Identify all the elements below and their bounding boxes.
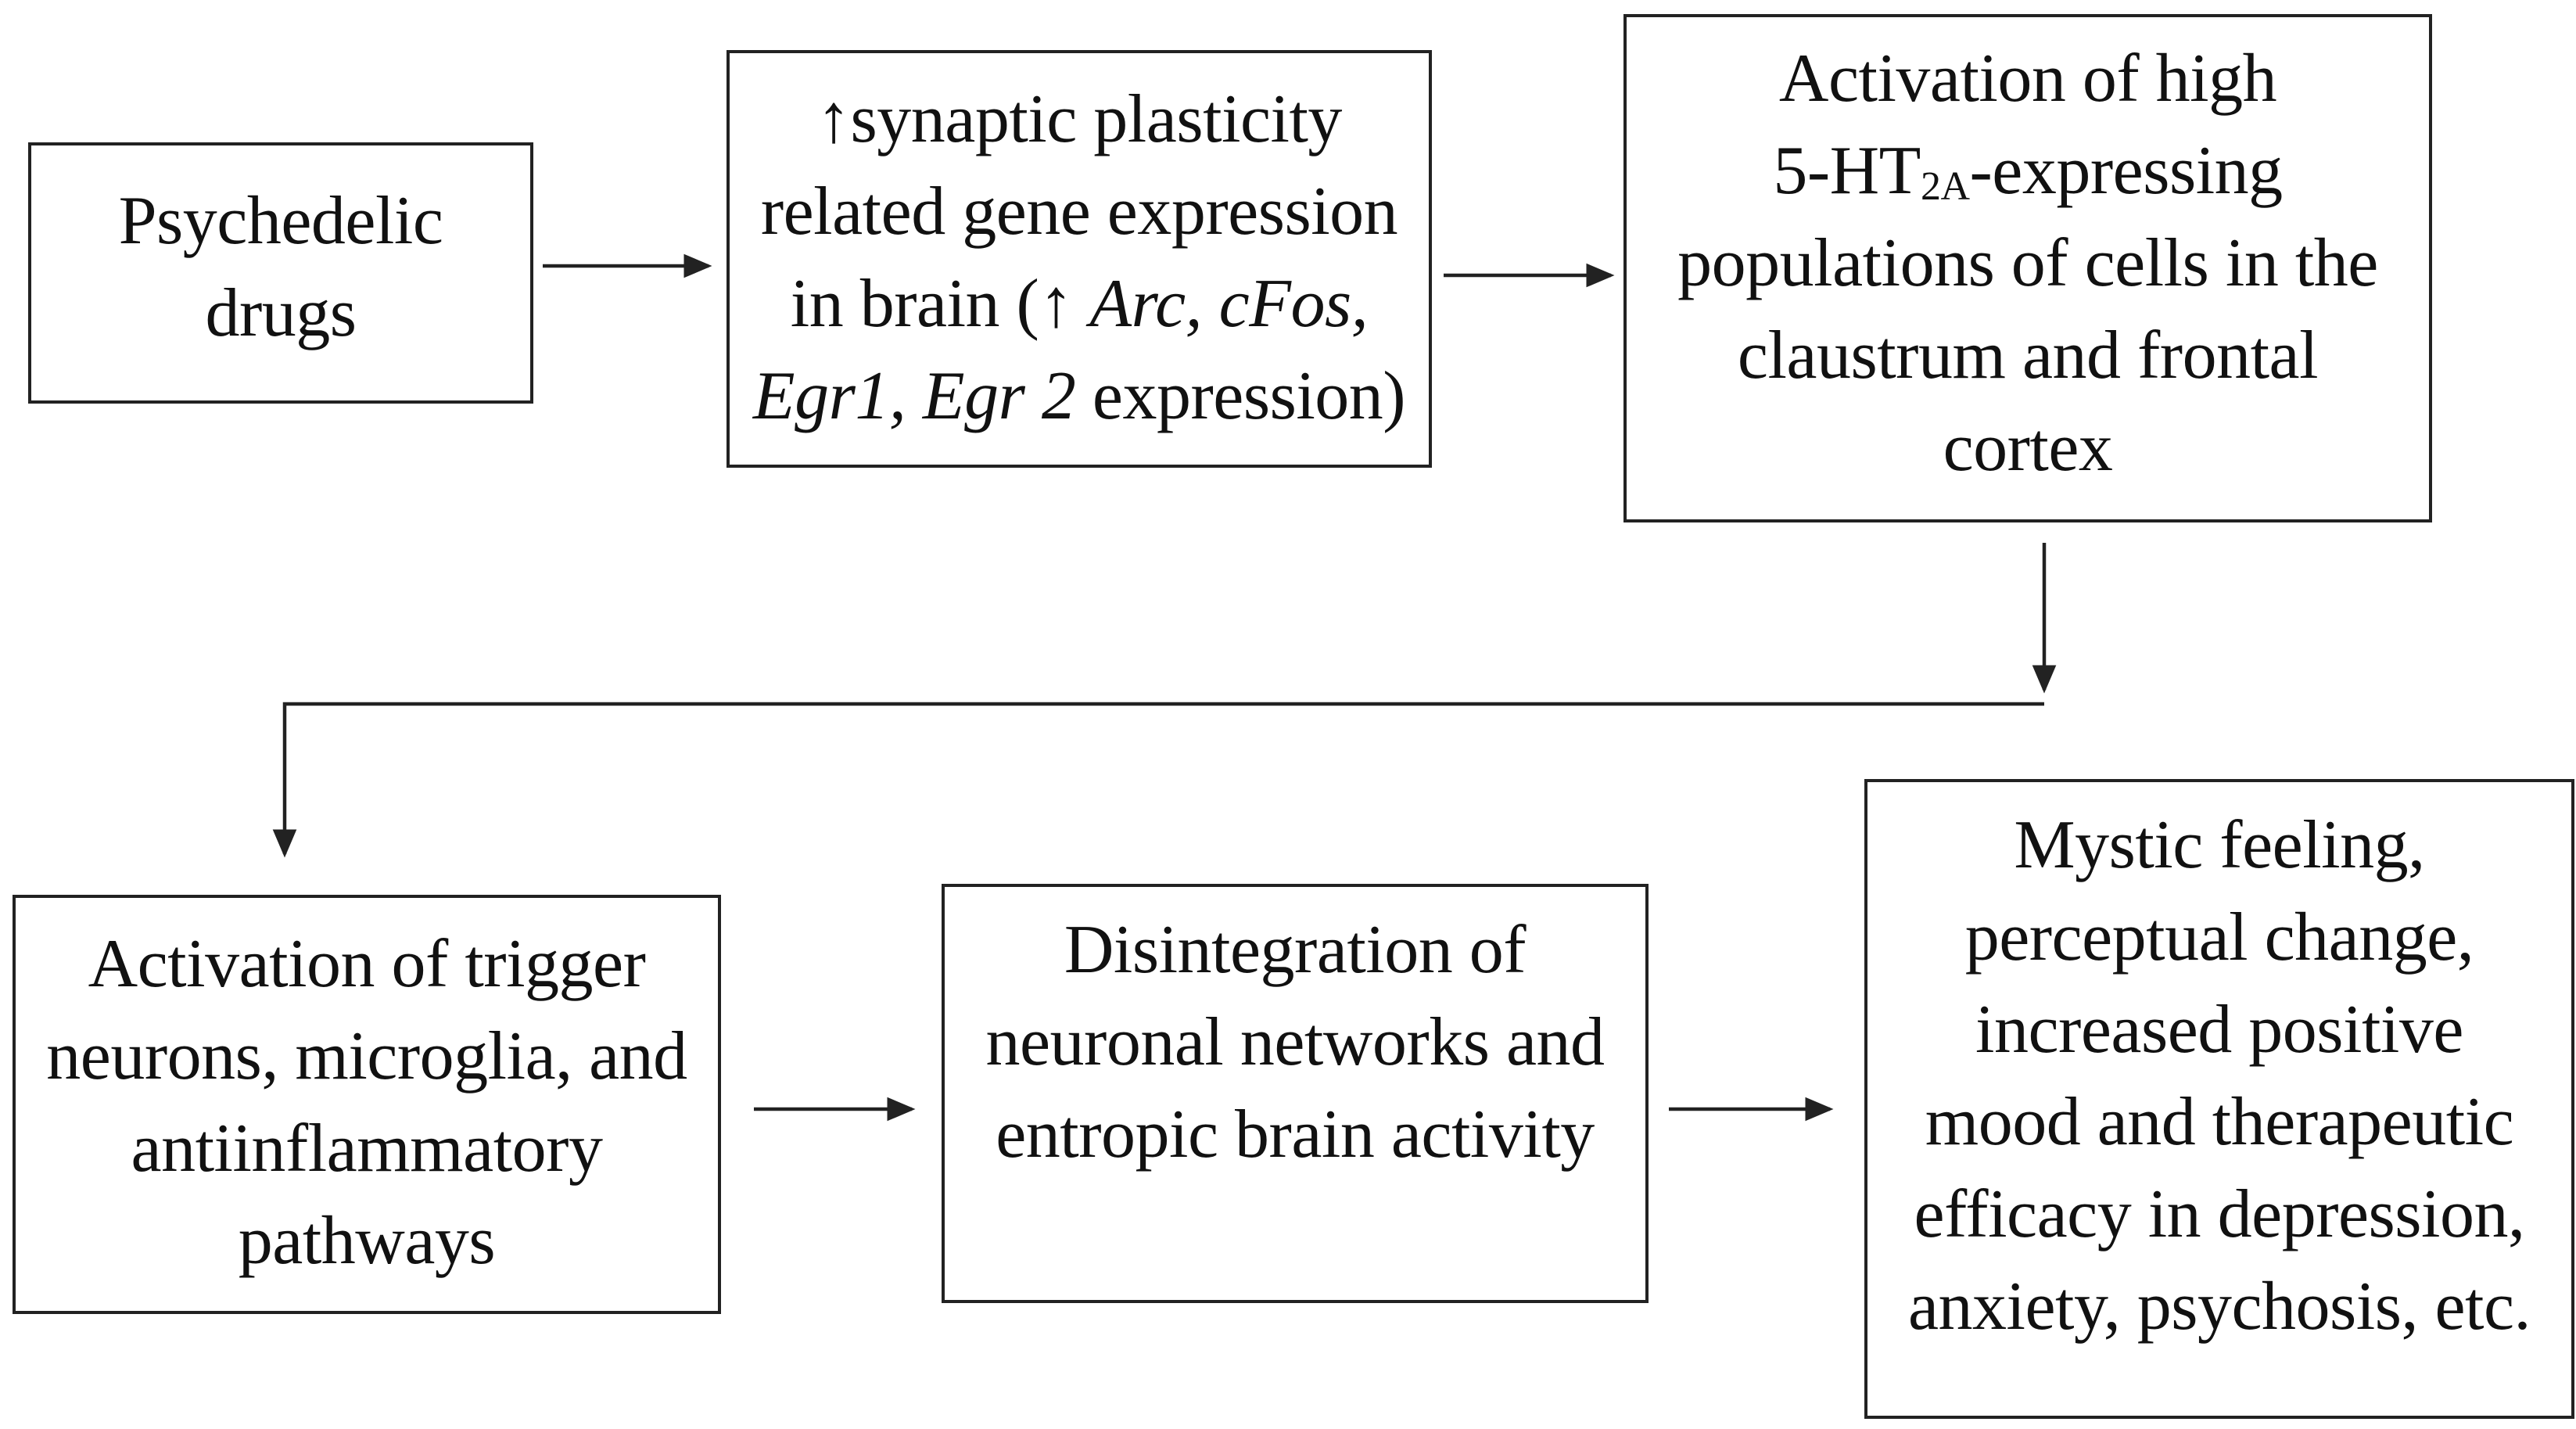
mystic-feeling-box: Mystic feeling, perceptual change, incre… (1864, 779, 2574, 1419)
text-run: in brain (↑ (790, 266, 1090, 342)
psychedelic-drugs-box: Psychedelic drugs (28, 142, 533, 404)
box-line: Activation of trigger (88, 926, 646, 1002)
box-line: populations of cells in the (1677, 225, 2378, 301)
text-run: -expressing (1969, 133, 2284, 209)
mystic-feeling-text: Mystic feeling, perceptual change, incre… (1908, 799, 2531, 1353)
box-line: in brain (↑ Arc, cFos, (753, 258, 1405, 350)
box-line: neuronal networks and (985, 1004, 1605, 1080)
subscript-2a: 2A (1920, 164, 1970, 209)
activation-5ht2a-box: Activation of high 5-HT2A-expressing pop… (1623, 14, 2432, 522)
box-line: mood and therapeutic (1925, 1084, 2514, 1160)
box-line: efficacy in depression, (1914, 1176, 2525, 1252)
box-line: Activation of high (1778, 41, 2277, 117)
box-line: perceptual change, (1964, 899, 2474, 975)
box-line: related gene expression (760, 174, 1398, 250)
box-line: increased positive (1975, 992, 2463, 1068)
gene-expression-box: ↑synaptic plasticity related gene expres… (727, 50, 1432, 468)
arrow-return-to-trigger-neurons (272, 702, 2044, 858)
box-line: pathways (238, 1203, 496, 1279)
box-line: cortex (1943, 410, 2113, 486)
box-line: Mystic feeling, (2014, 807, 2425, 883)
box-line: antiinflammatory (131, 1111, 603, 1187)
box-line: anxiety, psychosis, etc. (1907, 1269, 2531, 1345)
trigger-neurons-box: Activation of trigger neurons, microglia… (13, 895, 721, 1314)
box-line: drugs (205, 275, 357, 351)
activation-5ht2a-text: Activation of high 5-HT2A-expressing pop… (1677, 33, 2378, 494)
text-run: expression) (1075, 358, 1406, 434)
disintegration-text: Disintegration of neuronal networks and … (985, 904, 1605, 1181)
text-run: 5-HT (1773, 133, 1921, 209)
gene-names-italic: Egr1, Egr 2 (752, 358, 1076, 434)
box-line: Disintegration of (1064, 912, 1527, 988)
gene-expression-text: ↑synaptic plasticity related gene expres… (752, 74, 1406, 443)
disintegration-box: Disintegration of neuronal networks and … (942, 884, 1649, 1303)
box-line: 5-HT2A-expressing (1677, 125, 2378, 217)
box-line: entropic brain activity (996, 1097, 1595, 1172)
box-line: ↑synaptic plasticity (816, 81, 1342, 157)
trigger-neurons-text: Activation of trigger neurons, microglia… (46, 918, 687, 1287)
box-line: neurons, microglia, and (46, 1018, 687, 1094)
box-line: Egr1, Egr 2 expression) (752, 350, 1406, 443)
gene-names-italic: Arc, cFos, (1089, 266, 1369, 342)
box-line: claustrum and frontal (1737, 318, 2319, 393)
box-line: Psychedelic (118, 183, 443, 259)
psychedelic-drugs-text: Psychedelic drugs (119, 175, 443, 360)
